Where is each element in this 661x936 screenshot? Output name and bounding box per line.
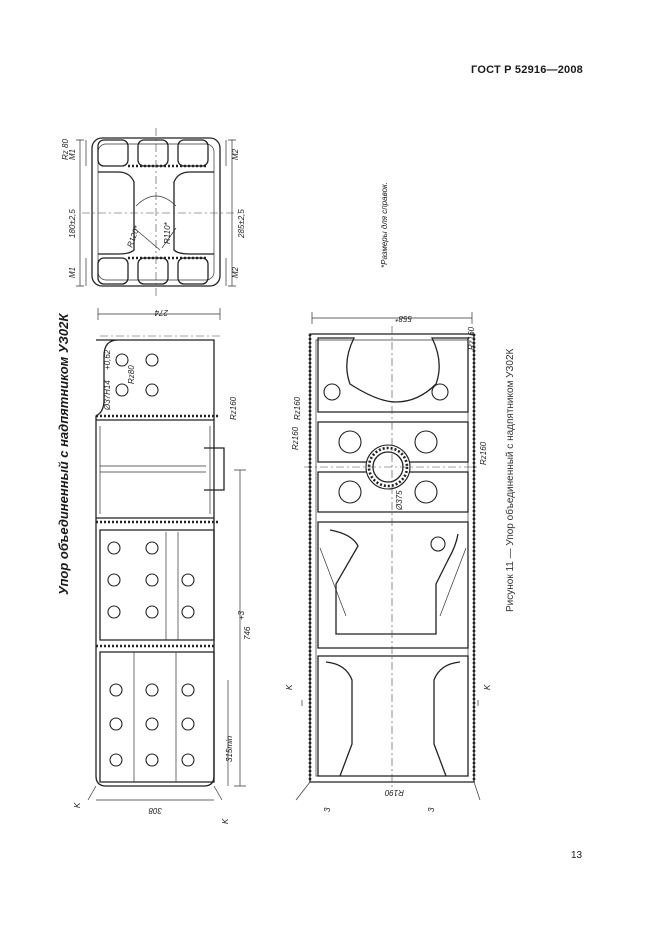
dim-length-746-tol: +3 <box>237 610 246 620</box>
dim-m2-top: M2 <box>231 148 240 160</box>
dim-width-308: 308 <box>148 806 162 815</box>
right-view: 558* Rz160 Rz160 Rz160 Rz160 Ø375 R190 K… <box>285 312 492 812</box>
page-number: 13 <box>571 850 583 861</box>
dim-hole-diameter: Ø37H14 <box>103 380 112 411</box>
dim-length-746: 746 <box>243 626 252 640</box>
dim-558: 558* <box>395 314 412 323</box>
section-k-left: K <box>73 802 82 808</box>
dim-radius-upper: R120* <box>125 224 141 249</box>
dim-m2-bottom: M2 <box>231 266 240 278</box>
left-view: 274 Rz80 Ø37H14 +0,62 Rz160 746 +3 315mi… <box>73 308 252 824</box>
top-view: Rz 80 180±2,5 285±2,5 M1 M2 M1 M2 R120* … <box>61 128 246 296</box>
dim-r190: R190 <box>384 788 404 797</box>
section-k-right: K <box>221 818 230 824</box>
section-mark-k1: K <box>285 684 294 690</box>
dim-length-315: 315min <box>225 735 234 762</box>
dim-rz160-d: Rz160 <box>293 396 302 420</box>
document-header: ГОСТ Р 52916—2008 <box>471 64 583 76</box>
dim-rz160-b: Rz160 <box>479 441 488 465</box>
zeta-right: 3 <box>427 807 436 812</box>
dim-rz160-c: Rz160 <box>467 326 476 350</box>
dim-hole-tolerance: +0,62 <box>103 349 112 370</box>
dim-rz160-left: Rz160 <box>229 396 238 420</box>
dim-rz160-a: Rz160 <box>291 426 300 450</box>
zeta-left: 3 <box>323 807 332 812</box>
dim-diameter-375: Ø375 <box>395 490 404 511</box>
dim-rz80: Rz80 <box>127 365 136 384</box>
dim-m1-bottom: M1 <box>68 267 77 278</box>
dim-width-a: 180±2,5 <box>68 209 77 238</box>
dim-m1-top: M1 <box>68 149 77 160</box>
dim-roughness-top: Rz 80 <box>61 139 70 160</box>
dim-width-b: 285±2,5 <box>237 209 246 239</box>
section-mark-k2: K <box>483 684 492 690</box>
dim-274: 274 <box>154 308 169 317</box>
dim-radius-lower: R110* <box>163 221 172 244</box>
